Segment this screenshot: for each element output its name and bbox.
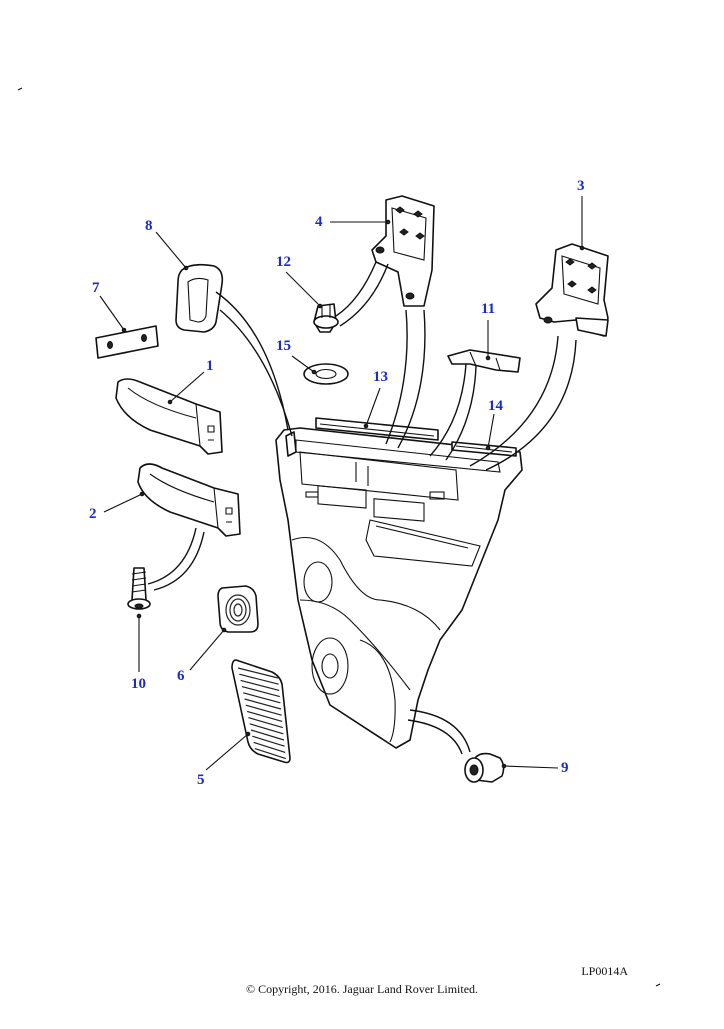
grille-bar bbox=[239, 673, 279, 685]
part-5-speaker-grille bbox=[231, 659, 291, 764]
part-14-strip bbox=[451, 441, 517, 457]
part-7-plate bbox=[95, 325, 159, 359]
callout-12: 12 bbox=[276, 254, 291, 270]
part-2-handle bbox=[137, 463, 241, 537]
grille-bar bbox=[243, 692, 281, 704]
part-6-tweeter-grille bbox=[217, 585, 259, 633]
grille-bar bbox=[254, 748, 286, 760]
callout-7: 7 bbox=[92, 280, 100, 296]
callout-5: 5 bbox=[197, 772, 205, 788]
part-4-bracket bbox=[371, 195, 435, 307]
part-15-washer bbox=[303, 363, 349, 385]
part-13-strip bbox=[315, 417, 439, 441]
copyright-notice: © Copyright, 2016. Jaguar Land Rover Lim… bbox=[245, 982, 479, 996]
part-12-push-clip bbox=[313, 303, 339, 333]
callout-9: 9 bbox=[561, 760, 569, 776]
grille-bar bbox=[245, 704, 282, 716]
callout-1: 1 bbox=[206, 358, 214, 374]
callout-13: 13 bbox=[373, 369, 388, 385]
part-3-bracket bbox=[535, 243, 609, 337]
diagram-reference-code: LP0014A bbox=[581, 964, 628, 978]
grille-bar bbox=[249, 723, 284, 735]
corner-mark bbox=[655, 983, 661, 987]
part-11-clip bbox=[447, 349, 521, 373]
grille-bar bbox=[250, 729, 285, 741]
part-1-handle bbox=[115, 378, 223, 455]
door-trim-panel bbox=[275, 427, 523, 749]
grille-bar bbox=[244, 698, 282, 710]
grille-bar bbox=[240, 679, 280, 691]
callout-15: 15 bbox=[276, 338, 291, 354]
callout-8: 8 bbox=[145, 218, 153, 234]
callout-6: 6 bbox=[177, 668, 185, 684]
part-10-screw bbox=[127, 567, 151, 610]
grille-bar bbox=[252, 735, 285, 747]
grille-bar bbox=[253, 741, 286, 753]
callout-11: 11 bbox=[481, 301, 496, 317]
assembly-leader-lines bbox=[147, 261, 577, 755]
grille-bar bbox=[248, 717, 283, 729]
callout-10: 10 bbox=[131, 676, 146, 692]
callout-4: 4 bbox=[315, 214, 323, 230]
part-9-grommet bbox=[464, 752, 505, 783]
corner-mark bbox=[17, 87, 23, 91]
grille-bar bbox=[246, 710, 283, 722]
callout-pointer-lines bbox=[99, 196, 585, 771]
callout-14: 14 bbox=[488, 398, 503, 414]
callout-3: 3 bbox=[577, 178, 585, 194]
part-8-bezel bbox=[175, 263, 224, 333]
callout-2: 2 bbox=[89, 506, 97, 522]
grille-bar bbox=[237, 667, 279, 679]
grille-bar bbox=[241, 686, 280, 698]
